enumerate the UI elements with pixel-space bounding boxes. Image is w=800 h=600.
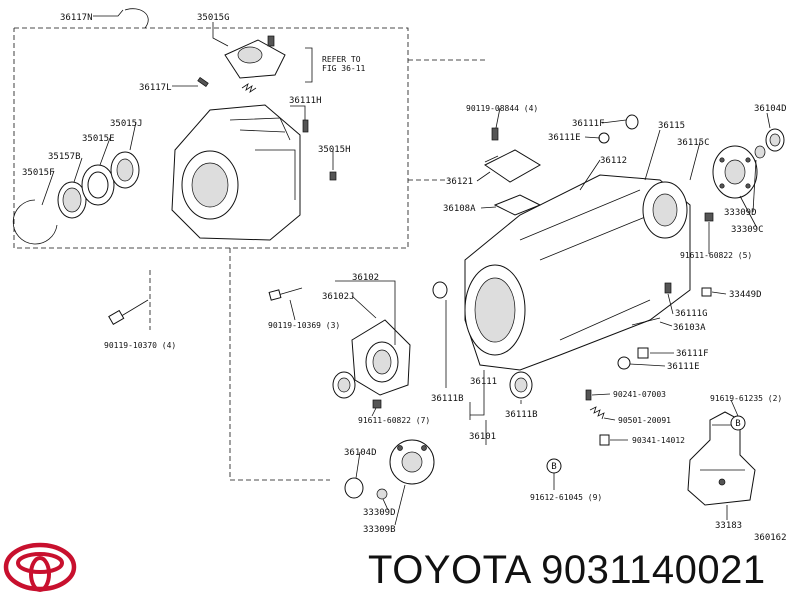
label-36111f-b: 36111F	[676, 349, 709, 359]
subassembly-frame	[13, 27, 409, 249]
label-36111: 36111	[470, 377, 497, 387]
bolt-90119-08844	[491, 127, 499, 141]
label-36115c: 36115C	[677, 138, 710, 148]
oil-seal-36111b-b	[509, 371, 533, 399]
washer-33309d-b	[376, 488, 388, 500]
marker-b-1-text: B	[551, 462, 556, 472]
bolt-90119-10369	[268, 287, 303, 301]
toyota-logo	[3, 542, 77, 592]
plug-36111f-b	[637, 347, 649, 359]
gasket-36108a	[493, 194, 542, 216]
pin-36117l	[197, 77, 209, 87]
gasket-36111e-b	[617, 356, 631, 370]
bolt-36103a	[631, 317, 661, 326]
shift-cover-35015g	[224, 35, 286, 79]
label-36104d-a: 36104D	[754, 104, 787, 114]
label-36117n: 36117N	[60, 13, 93, 23]
leader-down	[229, 248, 330, 481]
vent-tube	[124, 8, 149, 29]
label-35015f: 35015F	[22, 168, 55, 178]
label-36111b-b: 36111B	[505, 410, 538, 420]
bolt-90119-10370	[108, 299, 149, 326]
label-refer-to: REFER TO	[322, 55, 361, 64]
label-33183: 33183	[715, 521, 742, 531]
seal-ring-35157b	[57, 181, 87, 219]
label-36111e-b: 36111E	[667, 362, 700, 372]
plug-35015h	[329, 171, 337, 181]
label-36117l: 36117L	[139, 83, 172, 93]
label-35157b: 35157B	[48, 152, 81, 162]
plug-90341-14012	[599, 434, 610, 446]
cover-plate-36121	[484, 149, 541, 183]
label-36102: 36102	[352, 273, 379, 283]
label-91612-61045: 91612-61045 (9)	[530, 493, 602, 502]
bolt-91611-60822-5	[704, 212, 714, 222]
bolt-91611-60822-7	[372, 399, 382, 409]
plug-36111g	[664, 282, 672, 294]
plug-90241-07003	[585, 389, 592, 401]
plug-33449d	[701, 287, 712, 297]
label-33309d-b: 33309D	[363, 508, 396, 518]
label-36111f-a: 36111F	[572, 119, 605, 129]
leader-lines	[41, 9, 771, 526]
label-35015e: 35015E	[82, 134, 115, 144]
label-90341-14012: 90341-14012	[632, 436, 685, 445]
seal-35015j	[110, 151, 140, 189]
label-36104d-b: 36104D	[344, 448, 377, 458]
seal-36111b-a	[432, 281, 448, 299]
label-36111e-a: 36111E	[548, 133, 581, 143]
label-36111g: 36111G	[675, 309, 708, 319]
label-91619-61235: 91619-61235 (2)	[710, 394, 782, 403]
spring-90501	[589, 406, 605, 420]
label-90119-10370: 90119-10370 (4)	[104, 341, 176, 350]
spring	[241, 83, 257, 93]
front-cover-36102	[351, 319, 411, 396]
gasket-36111e-a	[598, 132, 610, 144]
label-36111h-a: 36111H	[289, 96, 322, 106]
marker-b-2-text: B	[735, 419, 740, 429]
label-91611-60822-5: 91611-60822 (5)	[680, 251, 752, 260]
label-91611-60822-7: 91611-60822 (7)	[358, 416, 430, 425]
label-90501-20091: 90501-20091	[618, 416, 671, 425]
extension-housing	[171, 104, 301, 241]
label-36115: 36115	[658, 121, 685, 131]
label-33309b: 33309B	[363, 525, 396, 535]
label-36101: 36101	[469, 432, 496, 442]
part-number-title: TOYOTA 9031140021	[368, 548, 766, 592]
label-90119-10369: 90119-10369 (3)	[268, 321, 340, 330]
refer-bracket	[305, 47, 313, 83]
transfer-case-36101	[464, 174, 691, 371]
label-90119-08844: 90119-08844 (4)	[466, 104, 538, 113]
label-360162: 360162	[754, 533, 787, 543]
bearing-35015e	[81, 164, 115, 206]
label-36102j: 36102J	[322, 292, 355, 302]
label-36121: 36121	[446, 177, 473, 187]
plug-36111h	[302, 119, 309, 133]
mount-bracket-33183	[687, 411, 756, 506]
label-33449d: 33449D	[729, 290, 762, 300]
seal-36104d-a	[765, 128, 785, 152]
label-36111b-a: 36111B	[431, 394, 464, 404]
label-35015g: 35015G	[197, 13, 230, 23]
oil-seal-left	[332, 371, 356, 399]
label-36108a: 36108A	[443, 204, 476, 214]
label-fig: FIG 36-11	[322, 64, 366, 73]
label-36103a: 36103A	[673, 323, 706, 333]
label-90241-07003: 90241-07003	[613, 390, 666, 399]
label-35015h: 35015H	[318, 145, 351, 155]
seal-36104d-b	[344, 477, 364, 499]
label-36112: 36112	[600, 156, 627, 166]
snap-ring	[12, 199, 58, 245]
companion-flange	[389, 439, 435, 485]
plug-36111f-a	[625, 114, 639, 130]
label-35015j: 35015J	[110, 119, 143, 129]
washer-33309d-a	[754, 145, 766, 159]
label-33309d-a: 33309D	[724, 208, 757, 218]
rear-flange	[712, 145, 758, 199]
label-33309c: 33309C	[731, 225, 764, 235]
